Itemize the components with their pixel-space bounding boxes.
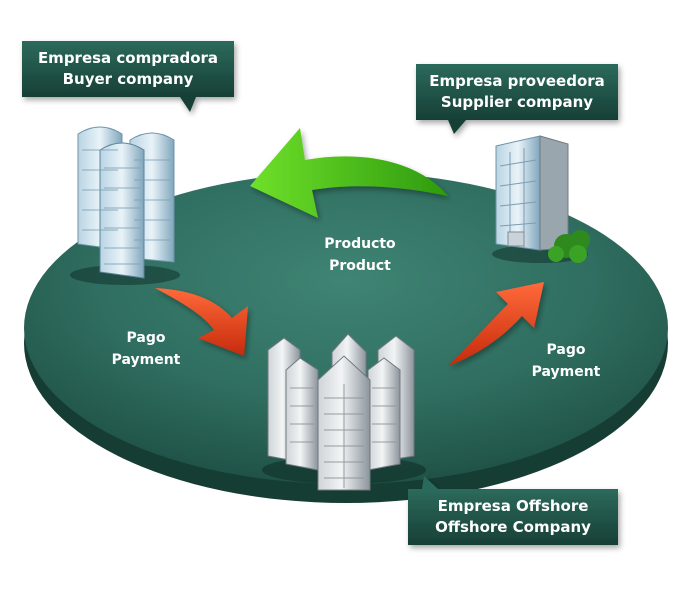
buyer-company-label-es: Empresa compradora — [38, 49, 218, 67]
office-tower-with-tree-icon — [492, 135, 590, 263]
buyer-company-label-en: Buyer company — [63, 70, 194, 88]
offshore-company-label-en: Offshore Company — [435, 518, 591, 536]
product-flow-label-es: Producto — [324, 236, 396, 252]
payment-right-label-en: Payment — [532, 364, 601, 380]
twin-tower-building-icon — [70, 126, 180, 285]
payment-left-label-en: Payment — [112, 352, 181, 368]
payment-left-label-es: Pago — [127, 330, 166, 346]
curved-arrow-left-icon — [250, 128, 448, 218]
payment-right-label-es: Pago — [547, 342, 586, 358]
supplier-company-label-es: Empresa proveedora — [429, 72, 605, 90]
supplier-company-callout: Empresa proveedora Supplier company — [416, 64, 618, 134]
product-flow-label-en: Product — [329, 258, 391, 274]
curved-arrow-icon — [155, 288, 248, 356]
offshore-company-callout: Empresa Offshore Offshore Company — [408, 476, 618, 545]
offshore-company-label-es: Empresa Offshore — [438, 497, 589, 515]
supplier-company-label-en: Supplier company — [441, 93, 593, 111]
buyer-company-callout: Empresa compradora Buyer company — [22, 41, 234, 112]
skyscraper-cluster-icon — [262, 333, 426, 491]
curved-arrow-icon — [448, 282, 544, 366]
